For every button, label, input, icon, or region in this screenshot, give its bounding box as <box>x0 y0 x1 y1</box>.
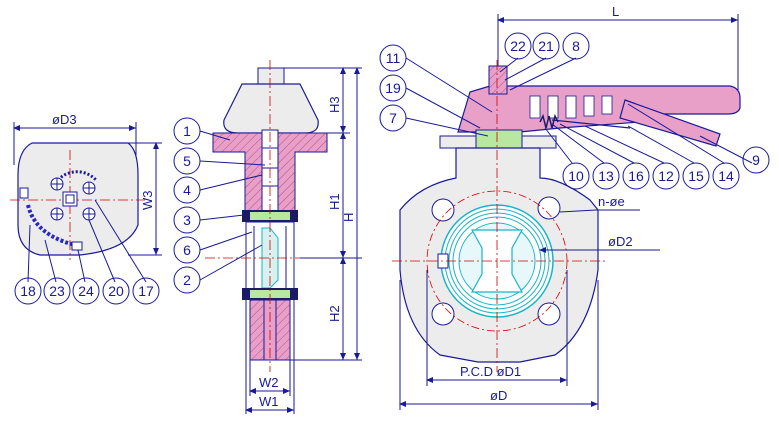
balloon-10: 10 <box>562 162 590 190</box>
balloon-20: 20 <box>102 277 130 305</box>
svg-text:14: 14 <box>718 168 734 184</box>
svg-text:5: 5 <box>183 153 191 169</box>
balloon-14: 14 <box>712 162 740 190</box>
svg-text:11: 11 <box>386 50 401 66</box>
svg-text:15: 15 <box>688 168 704 184</box>
balloon-4: 4 <box>173 176 201 204</box>
svg-text:7: 7 <box>389 110 397 126</box>
balloon-22: 22 <box>504 32 532 60</box>
screw-icon <box>82 181 96 195</box>
svg-text:23: 23 <box>49 283 65 299</box>
dim-W1-label: W1 <box>259 394 279 409</box>
balloon-17: 17 <box>132 277 160 305</box>
balloon-11: 11 <box>379 44 407 72</box>
balloon-7: 7 <box>379 104 407 132</box>
svg-text:9: 9 <box>752 152 760 168</box>
dim-PCD-label: P.C.D øD1 <box>460 364 521 379</box>
balloon-19: 19 <box>379 74 407 102</box>
svg-text:10: 10 <box>568 168 584 184</box>
top-view: øD3 W3 <box>10 112 162 305</box>
dim-H3-label: H3 <box>327 96 342 113</box>
svg-text:8: 8 <box>572 38 580 54</box>
balloon-15: 15 <box>682 162 710 190</box>
balloon-9: 9 <box>742 146 770 174</box>
balloon-1: 1 <box>173 117 201 145</box>
balloon-13: 13 <box>592 162 620 190</box>
dim-W3-label: W3 <box>140 191 155 211</box>
screw-icon <box>82 207 96 221</box>
balloon-12: 12 <box>652 162 680 190</box>
front-view: L <box>379 4 770 410</box>
screw-icon <box>50 207 64 221</box>
svg-text:21: 21 <box>538 38 554 54</box>
balloon-8: 8 <box>562 32 590 60</box>
dim-H1-label: H1 <box>327 193 342 210</box>
balloon-2: 2 <box>173 266 201 294</box>
svg-text:22: 22 <box>510 38 526 54</box>
svg-text:24: 24 <box>78 283 94 299</box>
dim-D-label: øD <box>490 388 507 403</box>
balloon-18: 18 <box>14 277 42 305</box>
balloon-23: 23 <box>43 277 71 305</box>
svg-text:4: 4 <box>183 182 191 198</box>
dim-H-label: H <box>341 213 356 222</box>
balloon-6: 6 <box>173 236 201 264</box>
dim-D2-label: øD2 <box>608 234 633 249</box>
balloon-16: 16 <box>622 162 650 190</box>
svg-text:19: 19 <box>385 80 401 96</box>
dim-H2-label: H2 <box>327 305 342 322</box>
svg-text:3: 3 <box>183 212 191 228</box>
svg-text:20: 20 <box>108 283 124 299</box>
dim-D3-label: øD3 <box>52 112 77 127</box>
svg-text:1: 1 <box>183 123 191 139</box>
screw-icon <box>50 177 64 191</box>
svg-text:6: 6 <box>183 242 191 258</box>
balloon-24: 24 <box>72 277 100 305</box>
balloon-21: 21 <box>532 32 560 60</box>
svg-text:2: 2 <box>183 272 191 288</box>
balloon-3: 3 <box>173 206 201 234</box>
svg-text:18: 18 <box>20 283 36 299</box>
dim-ne-label: n-øe <box>598 194 625 209</box>
svg-text:13: 13 <box>598 168 614 184</box>
svg-text:16: 16 <box>628 168 644 184</box>
side-view: H3 H1 H H2 W2 W1 1 5 4 3 6 2 <box>173 60 362 414</box>
dim-W2-label: W2 <box>259 375 279 390</box>
balloon-5: 5 <box>173 147 201 175</box>
dim-L-label: L <box>612 4 619 19</box>
svg-text:17: 17 <box>138 283 154 299</box>
svg-text:12: 12 <box>658 168 674 184</box>
